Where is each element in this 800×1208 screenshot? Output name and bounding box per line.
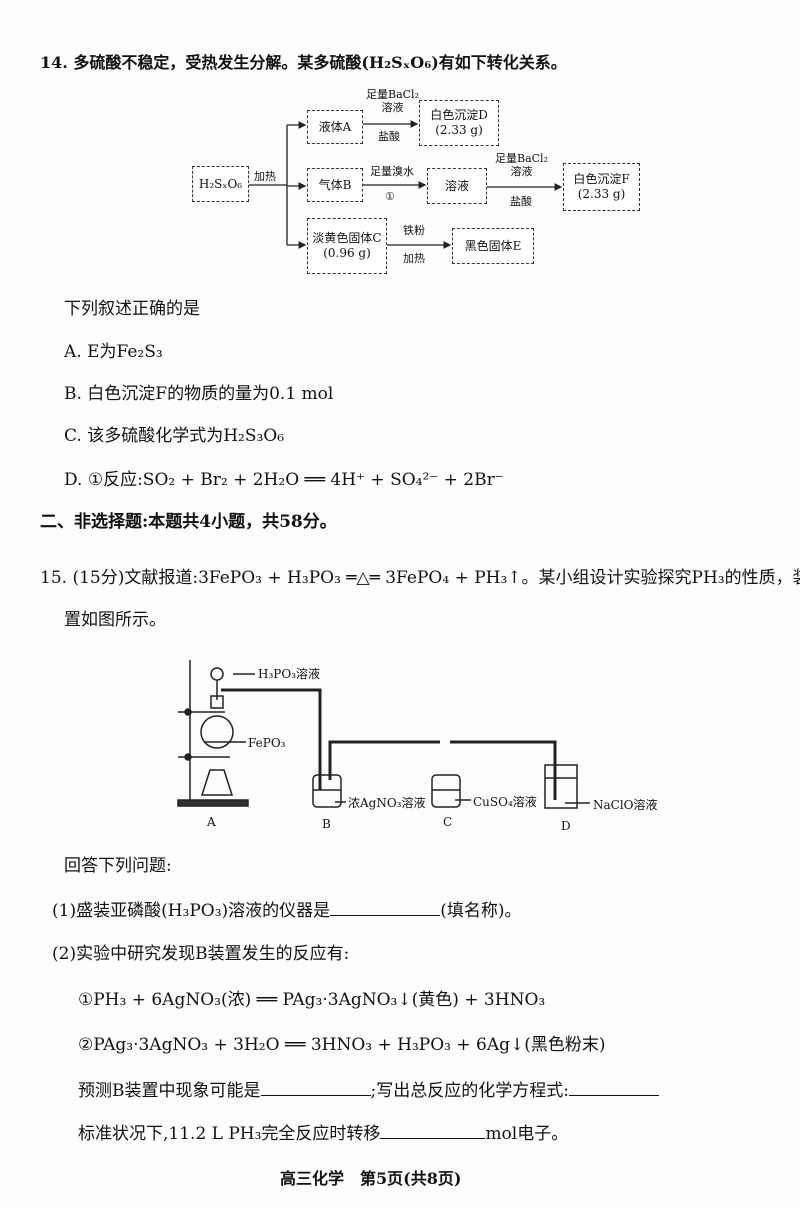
reaction-2: ②PAg₃·3AgNO₃ + 3H₂O ══ 3HNO₃ + H₃PO₃ + 6… — [78, 1035, 606, 1055]
option-a: A. E为Fe₂S₃ — [64, 342, 163, 362]
solution-box: 溶液 — [427, 168, 487, 204]
bacl2-a-line1: 足量BaCl₂ — [366, 88, 419, 101]
bacl2-f-line1: 足量BaCl₂ — [495, 152, 548, 165]
q14-stem: 14. 多硫酸不稳定，受热发生分解。某多硫酸(H₂SₓO₆)有如下转化关系。 — [40, 53, 567, 72]
part1-suffix: (填名称)。 — [440, 901, 522, 921]
solid-c-mass: (0.96 g) — [323, 246, 371, 260]
solid-e-box: 黑色固体E — [452, 228, 534, 264]
ppt-d-mass: (2.33 g) — [435, 123, 483, 137]
fepo3-label: FePO₃ — [248, 736, 286, 750]
electron-text: 标准状况下,11.2 L PH₃完全反应时转移 — [78, 1124, 381, 1144]
naclo-label: NaClO溶液 — [593, 798, 658, 812]
solution-label: 溶液 — [444, 178, 469, 193]
option-c: C. 该多硫酸化学式为H₂S₃O₆ — [64, 426, 285, 446]
option-b: B. 白色沉淀F的物质的量为0.1 mol — [64, 384, 334, 404]
start-label: H₂SₓO₆ — [198, 176, 243, 191]
predict-line: 预测B装置中现象可能是 ;写出总反应的化学方程式: — [78, 1079, 659, 1102]
part1-blank[interactable] — [330, 899, 441, 916]
equation-text: ;写出总反应的化学方程式: — [370, 1081, 569, 1101]
flow-arrows — [248, 120, 563, 249]
predict-blank[interactable] — [260, 1079, 371, 1096]
ppt-f-mass: (2.33 g) — [577, 187, 626, 201]
page-footer: 高三化学 第5页(共8页) — [280, 1169, 462, 1188]
part2: (2)实验中研究发现B装置发生的反应有: — [52, 944, 350, 964]
electron-blank[interactable] — [380, 1122, 486, 1139]
gas-b-box: 气体B — [307, 168, 363, 202]
label-b: B — [322, 817, 331, 831]
bromine-label: 足量溴水 — [370, 165, 414, 178]
ppt-d-label: 白色沉淀D — [430, 108, 488, 122]
q14-prompt: 下列叙述正确的是 — [64, 299, 200, 319]
electron-suffix: mol电子。 — [485, 1124, 569, 1144]
apparatus-drawing — [177, 660, 590, 809]
ppt-d-box: 白色沉淀D(2.33 g) — [419, 100, 499, 146]
ppt-f-label: 白色沉淀F — [573, 172, 630, 186]
label-c: C — [443, 815, 453, 829]
electron-line: 标准状况下,11.2 L PH₃完全反应时转移 mol电子。 — [78, 1122, 568, 1145]
agno3-label: 浓AgNO₃溶液 — [348, 796, 426, 810]
option-d: D. ①反应:SO₂ + Br₂ + 2H₂O ══ 4H⁺ + SO₄²⁻ +… — [64, 470, 504, 490]
heat-label: 加热 — [254, 170, 276, 183]
predict-text: 预测B装置中现象可能是 — [78, 1081, 261, 1101]
reaction-1: ①PH₃ + 6AgNO₃(浓) ══ PAg₃·3AgNO₃↓(黄色) + 3… — [78, 990, 546, 1010]
h3po3-label: H₃PO₃溶液 — [258, 667, 320, 681]
q15-stem-1: 15. (15分)文献报道:3FePO₃ + H₃PO₃ ═△═ 3FePO₄ … — [40, 568, 800, 588]
hcl-f-label: 盐酸 — [510, 195, 532, 208]
part1: (1)盛装亚磷酸(H₃PO₃)溶液的仪器是 (填名称)。 — [52, 899, 521, 922]
gas-b-label: 气体B — [318, 177, 352, 192]
hcl-a-label: 盐酸 — [378, 130, 400, 143]
q15-stem-2: 置如图所示。 — [64, 610, 166, 630]
section-heading: 二、非选择题:本题共4小题，共58分。 — [40, 512, 337, 532]
label-d: D — [561, 819, 571, 833]
liquid-a-box: 液体A — [307, 110, 363, 144]
iron-label: 铁粉 — [403, 224, 425, 237]
step1-label: ① — [385, 190, 395, 203]
start-acid-box: H₂SₓO₆ — [192, 166, 249, 202]
solid-e-label: 黑色固体E — [464, 238, 522, 253]
solid-c-label: 淡黄色固体C — [312, 231, 382, 245]
answer-prompt: 回答下列问题: — [64, 856, 172, 876]
cuso4-label: CuSO₄溶液 — [473, 795, 537, 809]
bacl2-a-line2: 溶液 — [381, 101, 404, 114]
heat-e-label: 加热 — [403, 252, 425, 265]
bacl2-f-line2: 溶液 — [510, 165, 533, 178]
ppt-f-box: 白色沉淀F(2.33 g) — [563, 163, 640, 211]
solid-c-box: 淡黄色固体C(0.96 g) — [307, 218, 387, 274]
liquid-a-label: 液体A — [318, 119, 352, 134]
part1-text: (1)盛装亚磷酸(H₃PO₃)溶液的仪器是 — [52, 901, 331, 921]
equation-blank[interactable] — [568, 1079, 659, 1096]
label-a: A — [207, 815, 216, 829]
